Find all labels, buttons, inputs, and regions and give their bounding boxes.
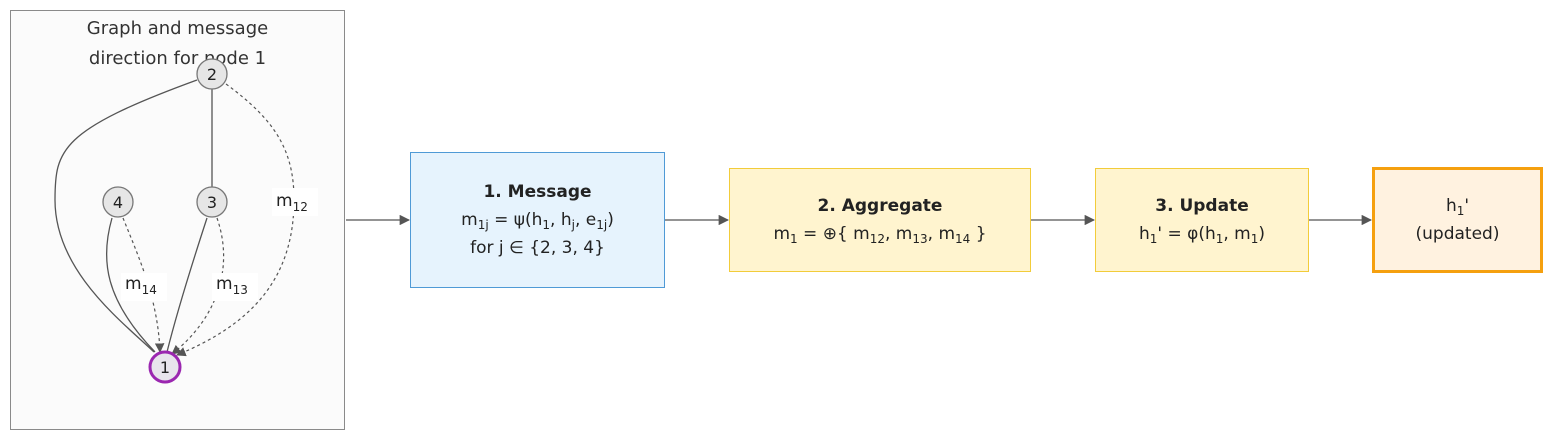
graph-panel-title: Graph and message direction for node 1: [86, 18, 269, 69]
message-formula: m1j = ψ(h1, hj, e1j): [461, 210, 614, 233]
graph-node-3: [196, 186, 228, 218]
message-neighbors: for j ∈ {2, 3, 4}: [470, 238, 605, 258]
graph-node-2: [196, 58, 228, 90]
graph-node-4: [102, 186, 134, 218]
aggregate-step-title: 2. Aggregate: [817, 196, 943, 216]
output-caption: (updated): [1415, 224, 1500, 244]
update-step-box: 3. Update h1' = φ(h1, m1): [1095, 168, 1309, 272]
aggregate-step-box: 2. Aggregate m1 = ⊕{ m12, m13, m14 }: [729, 168, 1031, 272]
edge-label-m13: m13: [216, 274, 248, 297]
edge-4-1: [105, 217, 156, 353]
edge-label-m14: m14: [125, 274, 157, 297]
message-edge-m12: [176, 83, 295, 357]
aggregate-formula: m1 = ⊕{ m12, m13, m14 }: [773, 224, 987, 247]
edge-3-1: [166, 217, 208, 353]
graph-node-3-label: 3: [207, 193, 217, 212]
output-box: h1' (updated): [1372, 167, 1543, 273]
graph-node-1-label: 1: [160, 358, 170, 377]
message-edge-m13: [171, 217, 225, 355]
update-formula: h1' = φ(h1, m1): [1138, 224, 1266, 247]
output-value: h1': [1445, 196, 1470, 219]
message-step-title: 1. Message: [483, 182, 592, 202]
message-step-box: 1. Message m1j = ψ(h1, hj, e1j) for j ∈ …: [410, 152, 665, 288]
update-step-title: 3. Update: [1155, 196, 1249, 216]
graph-node-1: [148, 350, 182, 384]
graph-node-4-label: 4: [113, 193, 123, 212]
edge-2-1: [54, 79, 198, 353]
graph-node-2-label: 2: [207, 65, 217, 84]
edge-label-m12: m12: [276, 191, 308, 214]
